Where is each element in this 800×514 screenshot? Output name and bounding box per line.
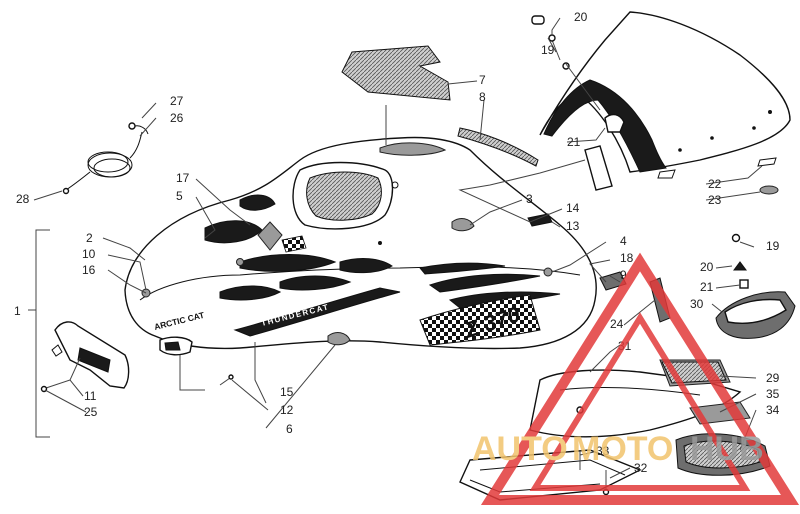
watermark-hub: HUB bbox=[690, 430, 764, 468]
callout-25: 25 bbox=[84, 405, 98, 419]
callout-33: 33 bbox=[596, 444, 610, 458]
callout-16: 16 bbox=[82, 263, 96, 277]
callout-34: 34 bbox=[766, 403, 780, 417]
callout-20a: 20 bbox=[574, 10, 588, 24]
watermark-moto: MOTO bbox=[572, 430, 673, 468]
watermark-triangle-inner bbox=[529, 312, 751, 491]
callout-28: 28 bbox=[16, 192, 30, 206]
right-parts bbox=[599, 233, 796, 339]
callout-9: 9 bbox=[620, 268, 627, 282]
callout-21b: 21 bbox=[700, 280, 714, 294]
windshield bbox=[531, 11, 791, 195]
callout-27: 27 bbox=[170, 94, 184, 108]
callout-20b: 20 bbox=[700, 260, 714, 274]
callout-18: 18 bbox=[620, 251, 634, 265]
callout-30: 30 bbox=[690, 297, 704, 311]
callout-2: 2 bbox=[86, 231, 93, 245]
callout-14: 14 bbox=[566, 201, 580, 215]
callout-26: 26 bbox=[170, 111, 184, 125]
callout-6: 6 bbox=[286, 422, 293, 436]
callout-labels: 1 2 3 4 5 6 7 8 9 10 11 12 13 14 15 16 1… bbox=[14, 10, 780, 475]
callout-3: 3 bbox=[526, 192, 533, 206]
watermark-triangle-outer bbox=[480, 252, 800, 505]
callout-21a: 21 bbox=[567, 135, 581, 149]
callout-22: 22 bbox=[708, 177, 722, 191]
panel-14 bbox=[584, 145, 613, 191]
callout-32: 32 bbox=[634, 461, 648, 475]
callout-17: 17 bbox=[176, 171, 190, 185]
leader-lines bbox=[33, 17, 763, 479]
callout-4: 4 bbox=[620, 234, 627, 248]
watermark: AUTO MOTO HUB bbox=[472, 252, 800, 505]
callout-23: 23 bbox=[708, 193, 722, 207]
callout-11: 11 bbox=[84, 389, 97, 403]
callout-15: 15 bbox=[280, 385, 294, 399]
watermark-auto: AUTO bbox=[472, 430, 568, 468]
callout-10: 10 bbox=[82, 247, 96, 261]
callout-12: 12 bbox=[280, 403, 294, 417]
stripe-decal bbox=[233, 287, 401, 337]
callout-8: 8 bbox=[479, 90, 486, 104]
hood-assembly bbox=[124, 136, 597, 356]
callout-29: 29 bbox=[766, 371, 780, 385]
left-parts bbox=[40, 122, 234, 393]
callout-5: 5 bbox=[176, 189, 183, 203]
bracket-1 bbox=[28, 229, 50, 438]
callout-13: 13 bbox=[566, 219, 580, 233]
callout-19a: 19 bbox=[541, 43, 555, 57]
callout-35: 35 bbox=[766, 387, 780, 401]
decal-sheets bbox=[341, 45, 539, 167]
callout-24: 24 bbox=[610, 317, 624, 331]
callout-7: 7 bbox=[479, 73, 486, 87]
callout-1: 1 bbox=[14, 304, 21, 318]
callout-19b: 19 bbox=[766, 239, 780, 253]
